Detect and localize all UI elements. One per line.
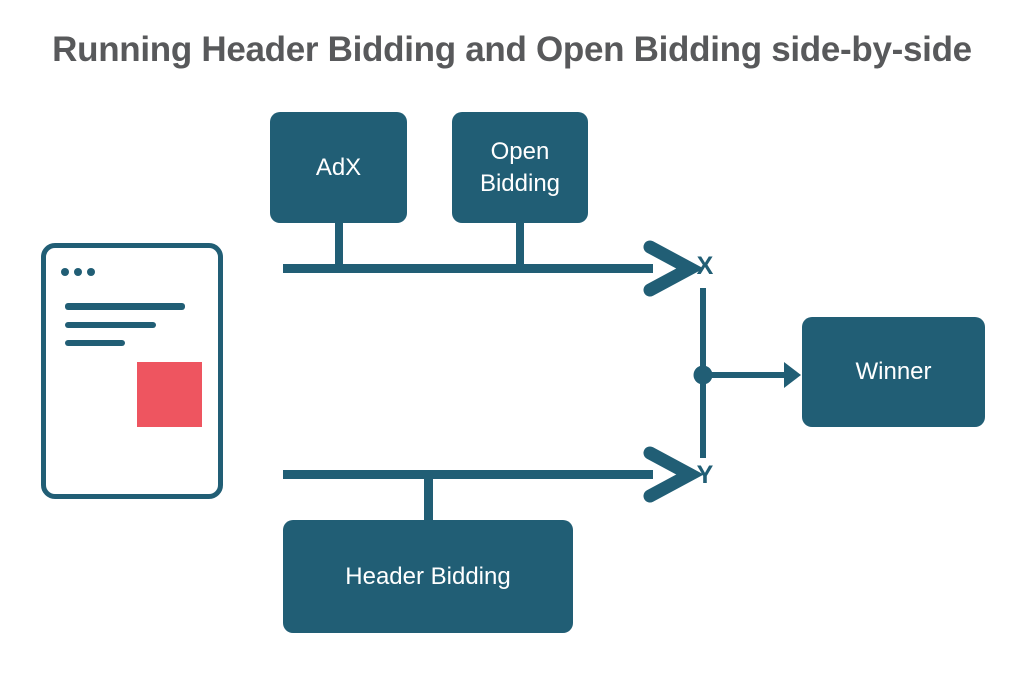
top-bus-line — [283, 264, 653, 273]
text-line — [65, 303, 185, 310]
header-bidding-stem — [424, 475, 433, 523]
text-line — [65, 322, 156, 328]
adx-stem — [335, 220, 343, 268]
node-open-bidding-label: Open Bidding — [479, 138, 561, 197]
node-adx-label: AdX — [315, 153, 362, 181]
bottom-arrowhead-icon — [643, 446, 704, 503]
ellipsis-icon — [61, 268, 95, 276]
dot — [61, 268, 69, 276]
top-bus-arrow — [283, 220, 704, 297]
node-winner-label: Winner — [855, 358, 932, 386]
diagram-title: Running Header Bidding and Open Bidding … — [52, 30, 972, 69]
node-header-bidding-label: Header Bidding — [345, 562, 511, 590]
ad-slot-square — [137, 362, 202, 427]
dot — [74, 268, 82, 276]
joiner-to-winner — [693, 288, 801, 458]
webpage-illustration — [41, 243, 223, 499]
node-open-bidding: Open Bidding — [452, 112, 588, 223]
node-winner: Winner — [802, 317, 985, 427]
winner-arrowhead-icon — [784, 362, 801, 388]
open-bidding-stem — [516, 220, 524, 268]
xy-joiner-line — [700, 288, 706, 458]
lane-label-x: X — [696, 252, 714, 280]
bottom-bus-line — [283, 470, 653, 479]
dot — [87, 268, 95, 276]
node-header-bidding: Header Bidding — [283, 520, 573, 633]
text-line — [65, 340, 125, 346]
node-adx: AdX — [270, 112, 407, 223]
bottom-bus-arrow — [283, 446, 704, 523]
junction-dot — [693, 365, 713, 385]
top-arrowhead-icon — [643, 240, 704, 297]
lane-label-y: Y — [696, 461, 714, 489]
winner-connector-line — [703, 372, 785, 378]
